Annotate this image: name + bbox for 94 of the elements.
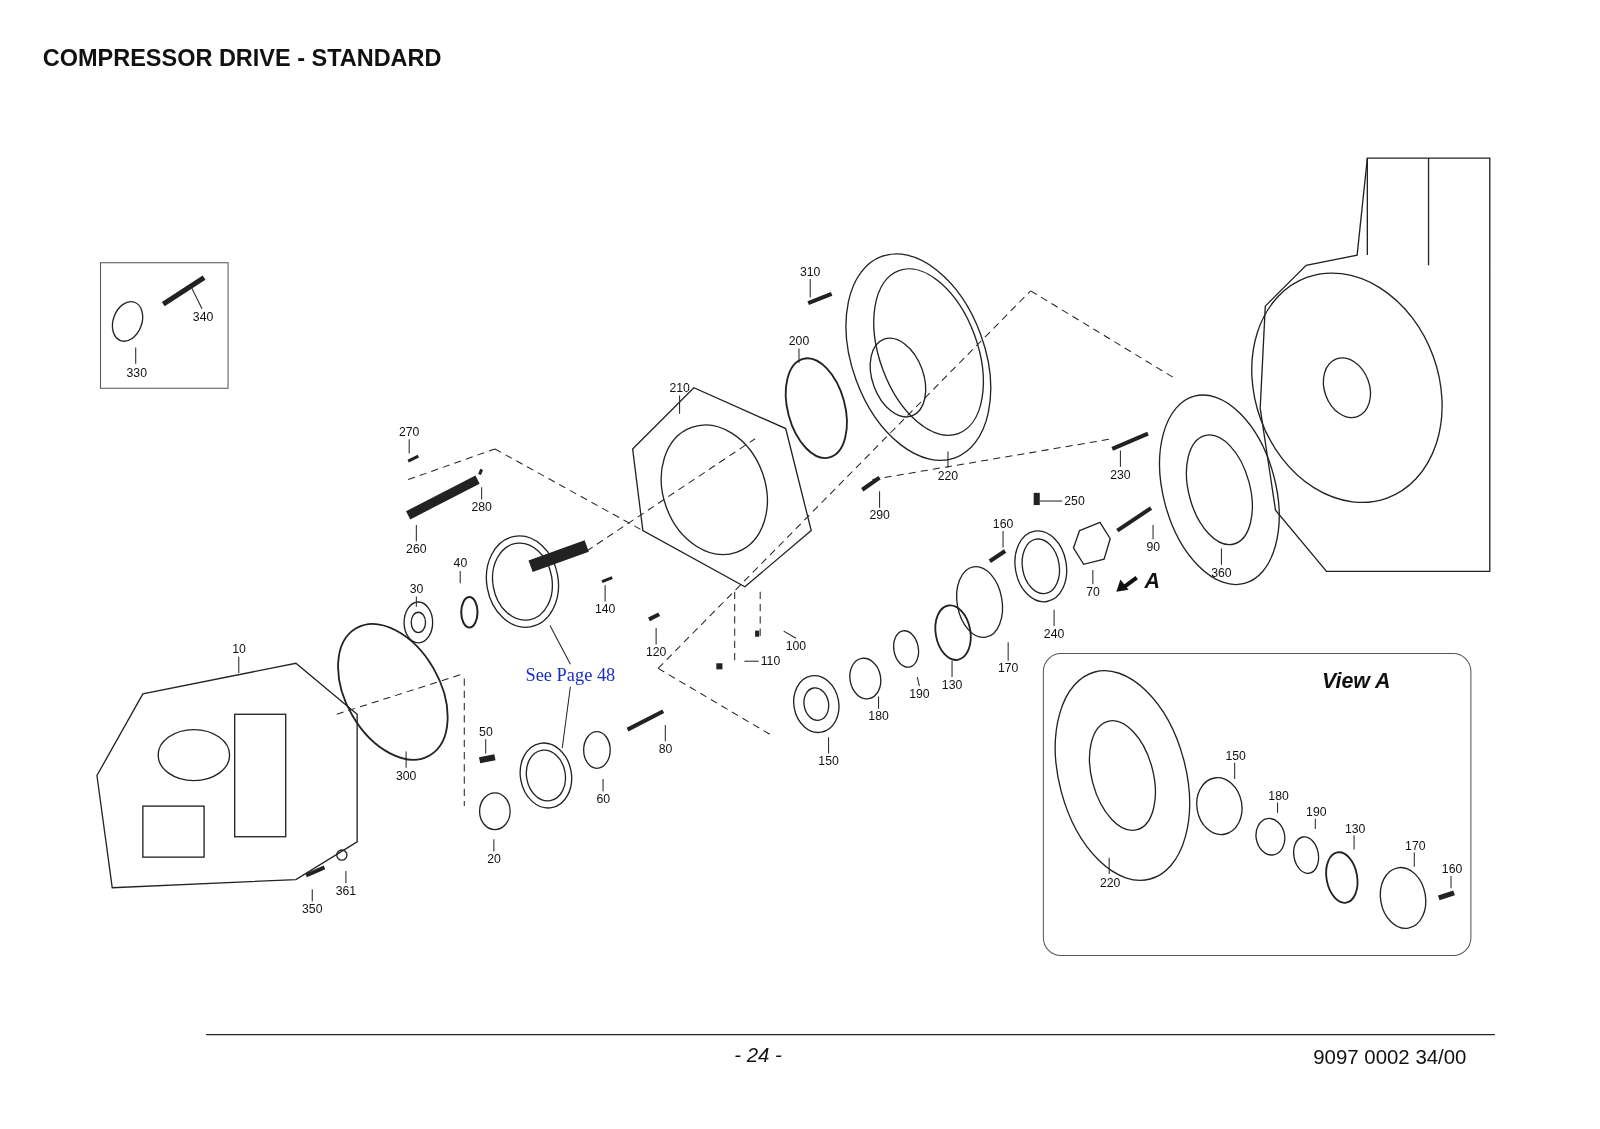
callout-number: 310 bbox=[800, 264, 821, 279]
callout-number: 240 bbox=[1043, 627, 1065, 641]
leader-line bbox=[549, 625, 571, 665]
callout-number: 150 bbox=[1225, 749, 1246, 763]
leader-line bbox=[1353, 834, 1355, 850]
callout-number: 40 bbox=[453, 556, 468, 571]
leader-line bbox=[1119, 450, 1121, 468]
view-marker: A bbox=[1144, 567, 1160, 592]
leader-line bbox=[238, 656, 240, 674]
callout-number: 160 bbox=[992, 516, 1014, 531]
callout-number: 120 bbox=[645, 645, 667, 659]
callout-number: 50 bbox=[479, 725, 493, 739]
leader-line bbox=[1002, 530, 1004, 548]
callout-number: 60 bbox=[596, 792, 611, 806]
callout-number: 340 bbox=[192, 310, 214, 325]
callout-number: 80 bbox=[658, 742, 673, 756]
leader-line bbox=[415, 524, 417, 542]
callout-number: 280 bbox=[471, 500, 492, 514]
callout-number: 170 bbox=[1405, 839, 1426, 853]
leader-line bbox=[809, 278, 811, 298]
leader-line bbox=[947, 451, 949, 469]
callout-number: 210 bbox=[669, 381, 690, 395]
leader-line bbox=[783, 630, 797, 639]
callout-number: 220 bbox=[937, 468, 959, 483]
leader-line bbox=[604, 584, 606, 603]
leader-line bbox=[1220, 547, 1222, 566]
leader-line bbox=[951, 660, 953, 678]
leader-line bbox=[405, 751, 407, 769]
callout-number: 220 bbox=[1100, 876, 1121, 890]
callout-number: 361 bbox=[335, 884, 357, 898]
callout-number: 360 bbox=[1211, 565, 1232, 580]
callout-number: 170 bbox=[997, 661, 1019, 676]
callout-number: 290 bbox=[869, 508, 890, 523]
leader-line bbox=[1007, 641, 1009, 662]
callout-number: 330 bbox=[126, 365, 147, 380]
leader-line bbox=[916, 676, 920, 687]
leader-line bbox=[828, 736, 830, 755]
leader-line bbox=[1450, 875, 1452, 889]
leader-line bbox=[1039, 500, 1063, 502]
leader-line bbox=[1108, 857, 1110, 875]
leader-line bbox=[878, 695, 880, 710]
view-title: View A bbox=[1321, 667, 1391, 692]
leader-line bbox=[602, 778, 604, 792]
callout-number: 70 bbox=[1086, 585, 1100, 599]
callout-number: 20 bbox=[487, 852, 501, 866]
leader-line bbox=[1413, 852, 1415, 868]
callout-number: 250 bbox=[1064, 494, 1085, 508]
leader-line bbox=[879, 490, 881, 509]
leader-line bbox=[345, 870, 347, 884]
leader-line bbox=[679, 394, 681, 415]
callout-number: 100 bbox=[785, 639, 807, 653]
cross-reference-note: See Page 48 bbox=[525, 665, 616, 686]
leader-line bbox=[191, 287, 203, 310]
callout-number: 270 bbox=[399, 425, 420, 439]
callout-number: 260 bbox=[406, 542, 427, 556]
callout-number: 300 bbox=[395, 768, 417, 783]
leader-line bbox=[1277, 802, 1279, 814]
callout-number: 90 bbox=[1146, 540, 1161, 554]
leader-line bbox=[311, 888, 313, 903]
callout-number: 190 bbox=[909, 687, 930, 701]
callout-number: 180 bbox=[1268, 789, 1289, 803]
leader-line bbox=[743, 660, 760, 662]
leader-line bbox=[135, 346, 137, 365]
leader-line bbox=[1234, 762, 1236, 780]
leader-line bbox=[798, 347, 800, 364]
callout-number: 130 bbox=[941, 678, 963, 692]
callout-number: 130 bbox=[1344, 821, 1366, 836]
callout-number: 140 bbox=[594, 602, 616, 616]
callout-number: 160 bbox=[1441, 862, 1463, 877]
page-number: - 24 - bbox=[734, 1043, 782, 1067]
leader-line bbox=[1053, 609, 1055, 627]
leader-line bbox=[561, 686, 571, 749]
callout-number: 10 bbox=[232, 642, 246, 656]
callout-number: 180 bbox=[868, 709, 889, 724]
leader-line bbox=[1092, 569, 1094, 585]
leader-line bbox=[493, 838, 495, 853]
callout-number: 200 bbox=[788, 334, 810, 348]
leader-line bbox=[1314, 818, 1316, 830]
leader-line bbox=[485, 738, 487, 755]
callout-number: 150 bbox=[818, 754, 839, 769]
callout-number: 350 bbox=[302, 902, 323, 916]
page-title: COMPRESSOR DRIVE - STANDARD bbox=[42, 45, 442, 72]
leader-line bbox=[408, 438, 410, 455]
leader-line bbox=[664, 724, 666, 742]
leader-line bbox=[1152, 524, 1154, 540]
callout-number: 230 bbox=[1110, 467, 1131, 482]
leader-line bbox=[415, 595, 417, 608]
callout-number: 110 bbox=[760, 654, 781, 669]
leader-line bbox=[655, 627, 657, 645]
document-number: 9097 0002 34/00 bbox=[1313, 1045, 1467, 1069]
callout-number: 30 bbox=[409, 582, 424, 596]
callout-number: 190 bbox=[1306, 805, 1327, 820]
leader-line bbox=[459, 570, 461, 584]
leader-line bbox=[481, 486, 483, 500]
